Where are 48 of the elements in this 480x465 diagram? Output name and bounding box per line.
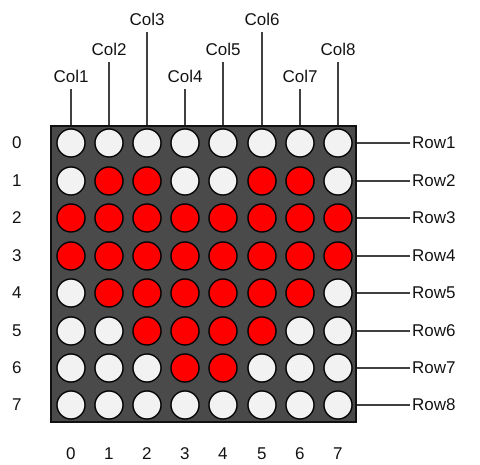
leader-line	[357, 217, 410, 219]
column-index: 7	[333, 444, 342, 464]
leader-line	[70, 89, 72, 125]
column-label: Col1	[51, 67, 91, 87]
column-label: Col4	[165, 67, 205, 87]
leader-line	[108, 62, 110, 125]
column-label: Col3	[127, 10, 167, 30]
row-index: 2	[12, 208, 22, 228]
leader-line	[357, 142, 410, 144]
row-label: Row3	[412, 208, 456, 228]
column-label: Col5	[203, 40, 243, 60]
row-label: Row4	[412, 246, 456, 266]
leader-line	[337, 62, 339, 125]
leader-line	[222, 62, 224, 125]
leader-line	[146, 32, 148, 125]
row-index: 4	[12, 283, 22, 303]
column-index: 2	[142, 444, 152, 464]
leader-line	[357, 330, 410, 332]
column-index: 5	[257, 444, 266, 464]
row-index: 3	[12, 246, 22, 266]
row-label: Row5	[412, 283, 456, 303]
column-index: 3	[180, 444, 190, 464]
row-index: 5	[12, 321, 22, 341]
column-index: 4	[218, 444, 228, 464]
row-index: 7	[12, 395, 22, 415]
column-label: Col2	[89, 40, 129, 60]
row-index: 6	[12, 358, 22, 378]
row-label: Row7	[412, 358, 456, 378]
leader-line	[261, 32, 263, 125]
leader-line	[357, 367, 410, 369]
leader-line	[357, 255, 410, 257]
leader-line	[357, 292, 410, 294]
row-label: Row8	[412, 395, 456, 415]
leader-line	[299, 89, 301, 125]
row-label: Row6	[412, 321, 456, 341]
row-label: Row1	[412, 133, 456, 153]
leader-line	[357, 404, 410, 406]
leader-line	[357, 180, 410, 182]
leader-line	[184, 89, 186, 125]
row-label: Row2	[412, 171, 456, 191]
column-label: Col8	[318, 40, 358, 60]
row-index: 1	[12, 171, 22, 191]
column-label: Col7	[280, 67, 320, 87]
column-index: 6	[295, 444, 304, 464]
row-index: 0	[12, 133, 22, 153]
column-index: 1	[104, 444, 114, 464]
column-index: 0	[66, 444, 76, 464]
column-label: Col6	[242, 10, 282, 30]
